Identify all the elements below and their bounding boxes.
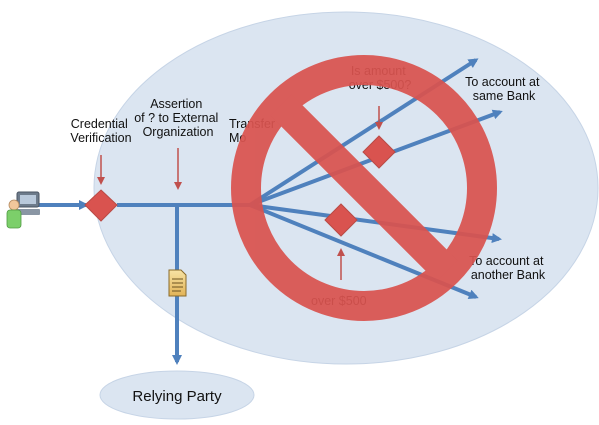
document-icon	[168, 269, 187, 297]
another-bank-label: To account at another Bank	[469, 254, 547, 282]
user-computer-icon	[6, 191, 40, 229]
relying-party-ellipse	[99, 370, 255, 420]
no-sign-icon	[231, 55, 497, 321]
assertion-label: Assertion of ? to External Organization	[134, 97, 222, 139]
same-bank-label: To account at same Bank	[465, 75, 543, 103]
amount-low-decision-diamond	[324, 203, 358, 237]
credential-label: Credential Verification	[70, 117, 131, 145]
amount-decision-diamond	[362, 135, 396, 169]
annotation-arrows	[97, 106, 383, 280]
relying-party-label: Relying Party	[132, 388, 222, 405]
credential-decision-diamond	[84, 189, 118, 222]
